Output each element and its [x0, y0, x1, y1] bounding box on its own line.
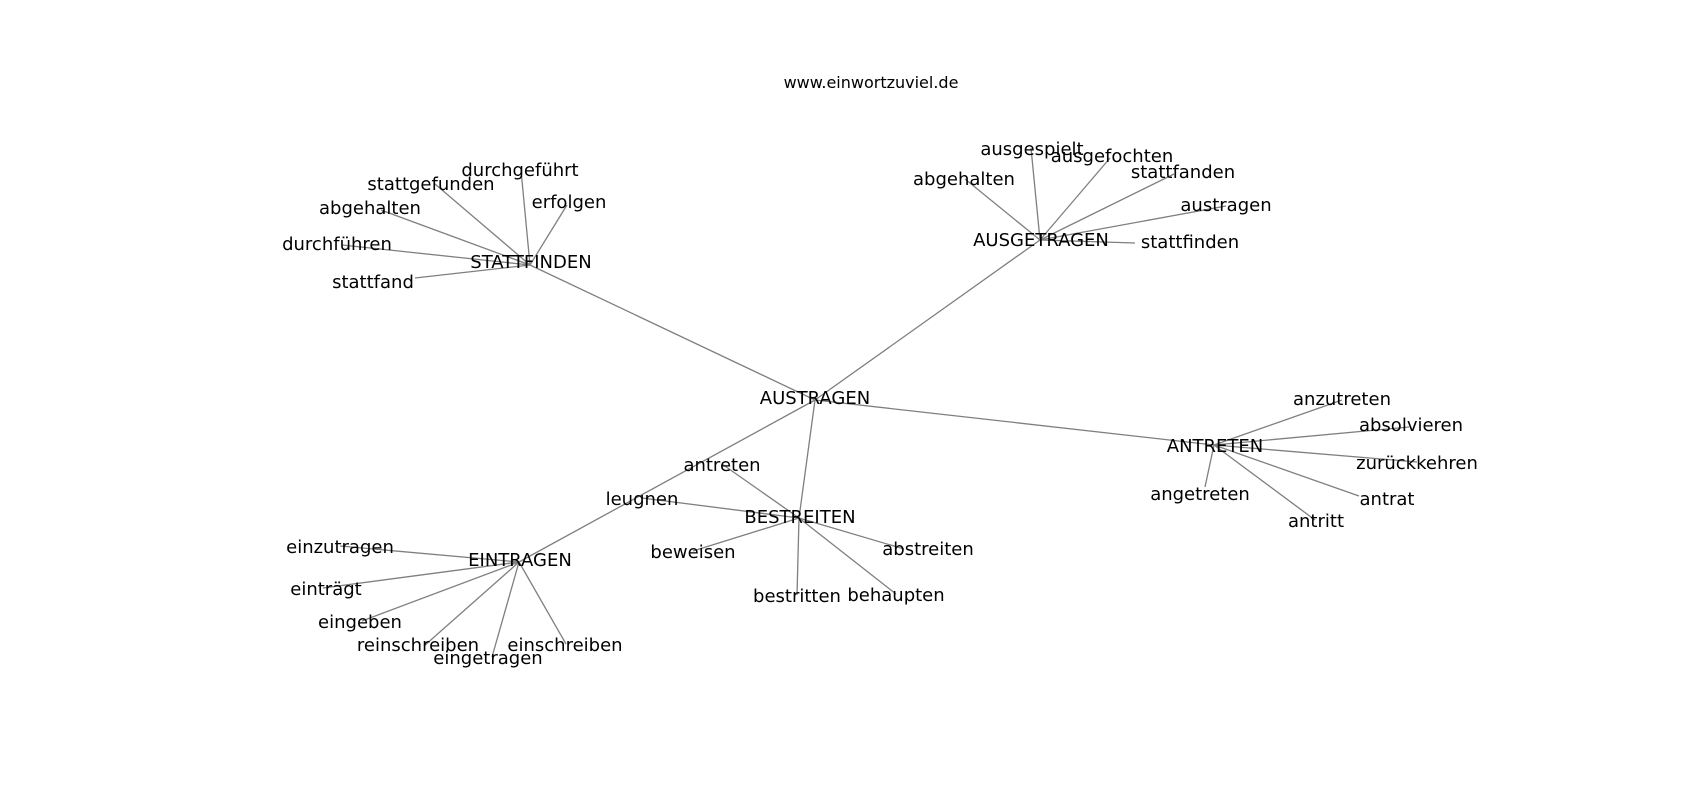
node-label-erfolgen: erfolgen — [532, 192, 607, 213]
node-label-eingetragen: eingetragen — [433, 648, 542, 669]
edge-antreten_c-antrat — [1213, 444, 1360, 497]
node-label-durchgefuehrt: durchgeführt — [461, 160, 578, 181]
edge-bestreiten_c-abstreiten — [798, 517, 905, 550]
edge-austragen_c-antreten_c — [814, 399, 1215, 446]
node-label-antritt: antritt — [1288, 511, 1344, 532]
edges-layer — [322, 147, 1418, 658]
node-label-abgehalten-2: abgehalten — [913, 169, 1015, 190]
edge-eintragen_c-eingeben — [361, 561, 520, 622]
edge-stattfinden_c-abgehalten_1 — [380, 209, 531, 266]
edge-ausgetragen_c-stattfanden — [1039, 173, 1175, 241]
edge-eintragen_c-einschreiben — [518, 561, 567, 645]
edge-antreten_c-anzutreten — [1213, 399, 1343, 446]
edge-antreten_c-angetreten — [1204, 444, 1215, 488]
node-label-leugnen: leugnen — [606, 489, 679, 510]
edge-stattfinden_c-durchfuehren — [341, 244, 531, 266]
node-label-antreten-l: antreten — [683, 455, 760, 476]
labels-layer: AUSTRAGEN STATTFINDEN AUSGETRAGEN ANTRETEN B… — [282, 139, 1478, 669]
edge-austragen_c-stattfinden_c — [529, 264, 816, 401]
edge-stattfinden_c-stattgefunden — [434, 183, 531, 266]
node-label-stattgefunden: stattgefunden — [367, 174, 494, 195]
node-label-einzutragen: einzutragen — [286, 537, 394, 558]
edge-eintragen_c-einzutragen — [339, 545, 520, 563]
node-label-eintragen-c: EINTRAGEN — [468, 550, 572, 571]
edge-austragen_c-eintragen_c — [518, 399, 816, 563]
edge-eintragen_c-reinschreiben — [423, 561, 520, 647]
node-label-ausgetragen-c: AUSGETRAGEN — [973, 230, 1109, 251]
node-label-ausgespielt: ausgespielt — [980, 139, 1083, 160]
edge-stattfinden_c-erfolgen — [529, 204, 568, 266]
node-label-stattfanden: stattfanden — [1131, 162, 1235, 183]
edge-ausgetragen_c-austragen_l — [1039, 205, 1227, 241]
node-label-antrat: antrat — [1360, 489, 1415, 510]
node-label-reinschreiben: reinschreiben — [357, 635, 479, 656]
node-label-antreten-c: ANTRETEN — [1167, 436, 1264, 457]
edge-stattfinden_c-stattfand — [414, 264, 531, 279]
node-label-angetreten: angetreten — [1150, 484, 1250, 505]
edge-ausgetragen_c-ausgespielt — [1030, 147, 1041, 241]
node-label-durchfuehren: durchführen — [282, 234, 392, 255]
edge-antreten_c-antritt — [1213, 444, 1316, 521]
node-label-abstreiten: abstreiten — [882, 539, 974, 560]
edge-antreten_c-absolvieren — [1213, 426, 1410, 446]
edge-ausgetragen_c-ausgefochten — [1039, 157, 1111, 241]
node-label-eintraegt: einträgt — [290, 579, 361, 600]
node-label-abgehalten-1: abgehalten — [319, 198, 421, 219]
edge-bestreiten_c-behaupten — [798, 517, 897, 595]
node-label-absolvieren: absolvieren — [1359, 415, 1463, 436]
node-label-stattfinden-c: STATTFINDEN — [470, 252, 591, 273]
node-label-austragen-c: AUSTRAGEN — [760, 388, 870, 409]
node-label-stattfinden-l: stattfinden — [1141, 232, 1239, 253]
edge-bestreiten_c-beweisen — [692, 517, 800, 552]
node-label-eingeben: eingeben — [318, 612, 402, 633]
edge-antreten_c-zurueckkehren — [1213, 444, 1418, 463]
node-label-stattfand: stattfand — [332, 272, 414, 293]
edge-bestreiten_c-bestritten — [796, 517, 800, 596]
node-label-bestritten: bestritten — [753, 586, 841, 607]
edge-eintragen_c-eingetragen — [491, 561, 520, 658]
node-label-einschreiben: einschreiben — [507, 635, 622, 656]
node-label-bestreiten-c: BESTREITEN — [744, 507, 855, 528]
edge-ausgetragen_c-abgehalten_2 — [964, 178, 1041, 241]
graph-title: www.einwortzuviel.de — [784, 73, 959, 92]
edge-eintragen_c-eintraegt — [322, 561, 520, 589]
node-label-austragen-l: austragen — [1180, 195, 1271, 216]
node-label-zurueckkehren: zurückkehren — [1356, 453, 1478, 474]
node-label-ausgefochten: ausgefochten — [1051, 146, 1174, 167]
edge-bestreiten_c-antreten_l — [721, 463, 800, 519]
edge-stattfinden_c-durchgefuehrt — [520, 169, 531, 266]
node-label-behaupten: behaupten — [847, 585, 944, 606]
edge-bestreiten_c-leugnen — [641, 497, 800, 519]
node-label-beweisen: beweisen — [650, 542, 735, 563]
edge-ausgetragen_c-stattfinden_l — [1039, 239, 1136, 244]
edge-austragen_c-bestreiten_c — [798, 399, 816, 519]
edge-austragen_c-ausgetragen_c — [814, 239, 1041, 401]
node-label-anzutreten: anzutreten — [1293, 389, 1391, 410]
